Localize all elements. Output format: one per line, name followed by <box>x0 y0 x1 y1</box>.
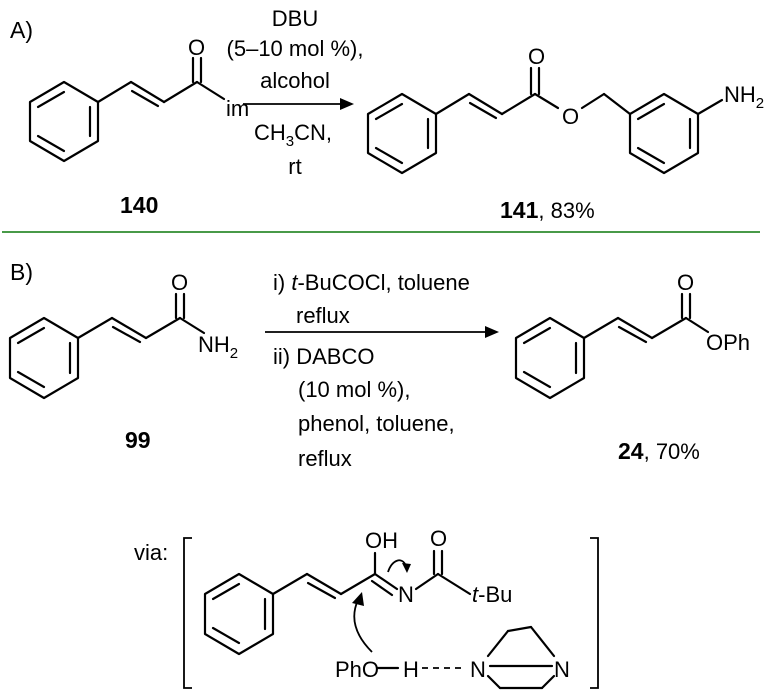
condition-step2-dabco: ii) DABCO <box>273 344 374 369</box>
dabco-cage <box>486 625 556 690</box>
electron-flow-arrow-large <box>352 592 373 653</box>
aniline-ring <box>628 92 700 175</box>
reactant-99-amide: NH2 <box>198 332 238 362</box>
panel-a-tag: A) <box>10 17 33 43</box>
intermediate-oh: OH <box>365 528 398 553</box>
benzene-ring <box>203 572 275 656</box>
benzene-ring <box>28 80 100 163</box>
bracket-left <box>183 537 192 689</box>
product-141-ester-o: O <box>562 104 579 129</box>
intermediate-acyl-o: O <box>430 526 447 551</box>
reactant-99-label: 99 <box>125 427 151 453</box>
product-24-structure <box>514 292 710 400</box>
intermediate-pho: PhO <box>335 657 379 682</box>
bracket-right <box>590 537 599 689</box>
reactant-99-carbonyl-o: O <box>171 270 188 295</box>
condition-step1-reflux: reflux <box>296 303 350 328</box>
condition-step2-reflux: reflux <box>298 446 352 471</box>
condition-step1: i) t-BuCOCl, toluene <box>273 270 470 295</box>
reactant-99-structure <box>8 292 206 400</box>
intermediate-tbu: t-Bu <box>472 582 512 607</box>
via-label: via: <box>134 540 168 565</box>
reaction-arrow-a <box>243 98 354 110</box>
benzene-ring <box>8 316 80 400</box>
condition-step2-phenol: phenol, toluene, <box>298 411 455 436</box>
product-141-structure <box>366 66 724 175</box>
dabco-n-left: N <box>470 657 486 682</box>
intermediate-structure <box>203 549 472 656</box>
product-24-ester: OPh <box>706 330 750 355</box>
electron-flow-arrow-small <box>387 559 411 573</box>
reaction-arrow-b <box>265 326 499 338</box>
product-24-caption: 24, 70% <box>618 438 700 464</box>
product-141-caption: 141, 83% <box>500 197 595 223</box>
benzene-ring <box>366 92 438 175</box>
reactant-140-structure <box>28 56 226 163</box>
dabco-n-right: N <box>554 657 570 682</box>
condition-alcohol: alcohol <box>260 68 330 93</box>
condition-step2-loading: (10 mol %), <box>298 377 410 402</box>
intermediate-n: N <box>398 582 414 607</box>
product-24-carbonyl-o: O <box>677 270 694 295</box>
reactant-140-im-group: im <box>226 96 249 121</box>
condition-dbu-loading: (5–10 mol %), <box>227 36 364 61</box>
condition-temperature: rt <box>288 154 301 179</box>
reactant-140-label: 140 <box>120 192 158 218</box>
product-141-amine: NH2 <box>724 82 764 112</box>
benzene-ring <box>514 316 586 400</box>
condition-solvent: CH3CN, <box>254 120 332 150</box>
product-141-carbonyl-o: O <box>528 44 545 69</box>
panel-b-tag: B) <box>10 259 33 285</box>
intermediate-h: H <box>403 657 419 682</box>
condition-dbu: DBU <box>272 6 318 31</box>
reactant-140-carbonyl-o: O <box>188 35 205 60</box>
